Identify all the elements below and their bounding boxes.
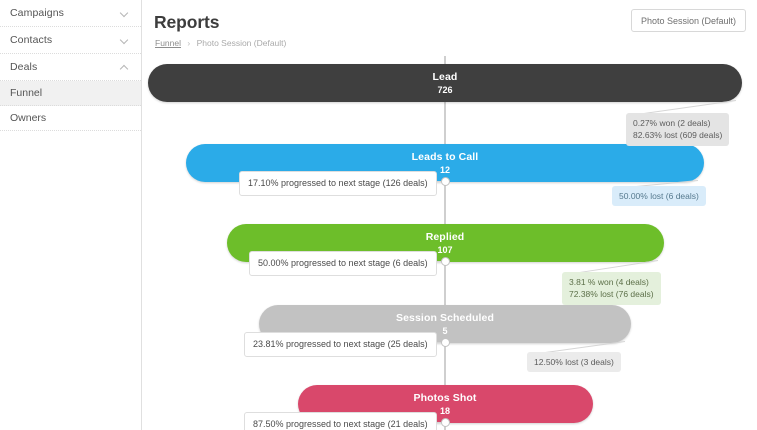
funnel-outcome-text: 0.27% won (2 deals) xyxy=(633,118,711,128)
funnel-progress-callout: 50.00% progressed to next stage (6 deals… xyxy=(249,251,437,277)
funnel-stage-name: Session Scheduled xyxy=(396,311,494,324)
chevron-up-icon[interactable] xyxy=(120,63,129,72)
funnel-connector-node xyxy=(440,338,450,347)
funnel-outcome-callout: 3.81 % won (4 deals) 72.38% lost (76 deal… xyxy=(562,272,661,305)
sidebar: Campaigns Contacts Deals Funnel Owners xyxy=(0,0,142,430)
funnel-stage-value: 18 xyxy=(439,405,450,416)
sidebar-item-campaigns[interactable]: Campaigns xyxy=(0,0,141,27)
sidebar-item-owners[interactable]: Owners xyxy=(0,106,141,131)
funnel-progress-callout: 17.10% progressed to next stage (126 dea… xyxy=(239,171,437,197)
funnel-outcome-text: 12.50% lost (3 deals) xyxy=(534,357,614,367)
funnel-outcome-callout: 0.27% won (2 deals) 82.63% lost (609 deal… xyxy=(626,113,730,146)
funnel-stage-name: Lead xyxy=(432,70,458,83)
sidebar-item-label: Deals xyxy=(10,61,38,73)
sidebar-subitem-label: Owners xyxy=(10,112,47,124)
sidebar-item-deals[interactable]: Deals xyxy=(0,54,141,81)
sidebar-item-label: Contacts xyxy=(10,34,53,46)
funnel-stage-name: Photos Shot xyxy=(413,391,477,404)
chevron-down-icon[interactable] xyxy=(120,36,129,45)
funnel-progress-text: 23.81% progressed to next stage (25 deal… xyxy=(253,339,428,349)
funnel-connector-node xyxy=(440,418,450,427)
funnel-stage-value: 5 xyxy=(442,325,448,336)
funnel-stage-value: 107 xyxy=(437,244,453,255)
sidebar-item-contacts[interactable]: Contacts xyxy=(0,27,141,54)
funnel-outcome-callout: 12.50% lost (3 deals) xyxy=(527,352,621,373)
funnel-outcome-text: 3.81 % won (4 deals) xyxy=(569,277,649,287)
funnel-stage-value: 12 xyxy=(439,164,450,175)
breadcrumb-current: Photo Session (Default) xyxy=(196,38,287,48)
page-title: Reports xyxy=(154,12,220,32)
chevron-down-icon[interactable] xyxy=(120,9,129,18)
funnel-outcome-text: 50.00% lost (6 deals) xyxy=(619,191,699,201)
funnel-outcome-text: 82.63% lost (609 deals) xyxy=(633,130,723,141)
funnel-connector-node xyxy=(440,177,450,186)
funnel-stage-name: Leads to Call xyxy=(411,150,479,163)
funnel-outcome-callout: 50.00% lost (6 deals) xyxy=(612,186,706,207)
report-selector-dropdown[interactable]: Photo Session (Default) xyxy=(630,9,746,32)
funnel-outcome-text: 72.38% lost (76 deals) xyxy=(569,289,654,300)
funnel-progress-text: 50.00% progressed to next stage (6 deals… xyxy=(258,258,428,268)
funnel-connector-node xyxy=(440,257,450,266)
funnel-stage-value: 726 xyxy=(437,84,453,95)
breadcrumb-link-funnel[interactable]: Funnel xyxy=(155,38,181,48)
funnel-progress-text: 17.10% progressed to next stage (126 dea… xyxy=(248,178,428,188)
report-selector-label: Photo Session (Default) xyxy=(640,15,736,26)
funnel-progress-text: 87.50% progressed to next stage (21 deal… xyxy=(253,419,428,429)
funnel-progress-callout: 87.50% progressed to next stage (21 deal… xyxy=(244,412,437,430)
sidebar-item-label: Campaigns xyxy=(10,7,65,19)
funnel-stage-name: Replied xyxy=(425,230,465,243)
sidebar-subitem-label: Funnel xyxy=(10,87,43,99)
sidebar-item-funnel[interactable]: Funnel xyxy=(0,81,141,106)
breadcrumb: Funnel › Photo Session (Default) xyxy=(155,38,286,48)
funnel-progress-callout: 23.81% progressed to next stage (25 deal… xyxy=(244,332,437,358)
breadcrumb-separator: › xyxy=(187,38,191,48)
main-content: Reports Funnel › Photo Session (Default)… xyxy=(142,0,757,430)
